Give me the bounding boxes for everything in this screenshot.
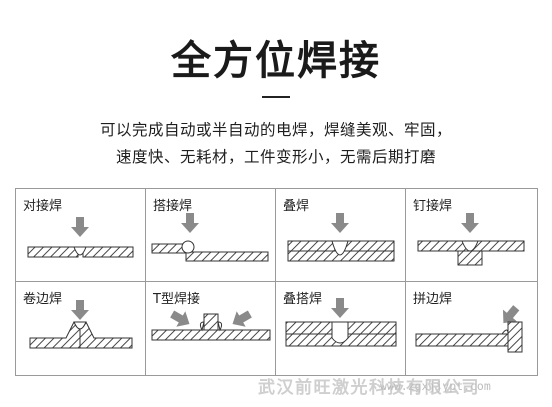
weld-cell-butt: 对接焊 xyxy=(16,189,145,281)
weld-label: T型焊接 xyxy=(153,292,200,307)
description-line-1: 可以完成自动或半自动的电焊，焊缝美观、牢固， xyxy=(99,121,452,139)
weld-cell-stack-lap: 叠搭焊 xyxy=(276,282,405,374)
weld-label: 对接焊 xyxy=(23,199,63,214)
stack-weld-diagram xyxy=(287,213,395,262)
weld-cell-edge: 拼边焊 xyxy=(406,282,535,374)
nail-weld-diagram xyxy=(417,213,525,266)
weld-cell-flange: 卷边焊 xyxy=(16,282,145,374)
butt-weld-diagram xyxy=(27,217,134,258)
lap-weld-diagram xyxy=(151,213,269,262)
grid-divider xyxy=(16,281,537,282)
edge-weld-diagram xyxy=(415,301,524,353)
weld-label: 叠搭焊 xyxy=(283,292,323,307)
weld-label: 叠焊 xyxy=(283,199,310,214)
weld-cell-stack: 叠焊 xyxy=(276,189,405,281)
weld-cell-t: T型焊接 xyxy=(146,282,275,374)
grid-divider xyxy=(405,189,406,375)
weld-label: 搭接焊 xyxy=(153,199,193,214)
weld-cell-nail: 钉接焊 xyxy=(406,189,535,281)
weld-label: 卷边焊 xyxy=(23,292,63,307)
weld-label: 钉接焊 xyxy=(413,199,453,214)
title-underline xyxy=(262,96,290,98)
weld-cell-lap: 搭接焊 xyxy=(146,189,275,281)
company-watermark: 武汉前旺激光科技有限公司 xyxy=(258,378,480,398)
website-url: www.zgxjjypt.com xyxy=(380,379,491,393)
grid-divider xyxy=(145,189,146,375)
flange-weld-diagram xyxy=(29,300,133,349)
t-weld-diagram xyxy=(151,306,271,341)
stack-lap-weld-diagram xyxy=(285,298,397,347)
weld-type-grid: 对接焊 搭接焊 叠焊 钉接焊 xyxy=(15,188,538,376)
page-title: 全方位焊接 xyxy=(171,38,381,84)
weld-label: 拼边焊 xyxy=(413,292,453,307)
description-line-2: 速度快、无耗材，工件变形小，无需后期打磨 xyxy=(115,148,436,166)
grid-divider xyxy=(275,189,276,375)
